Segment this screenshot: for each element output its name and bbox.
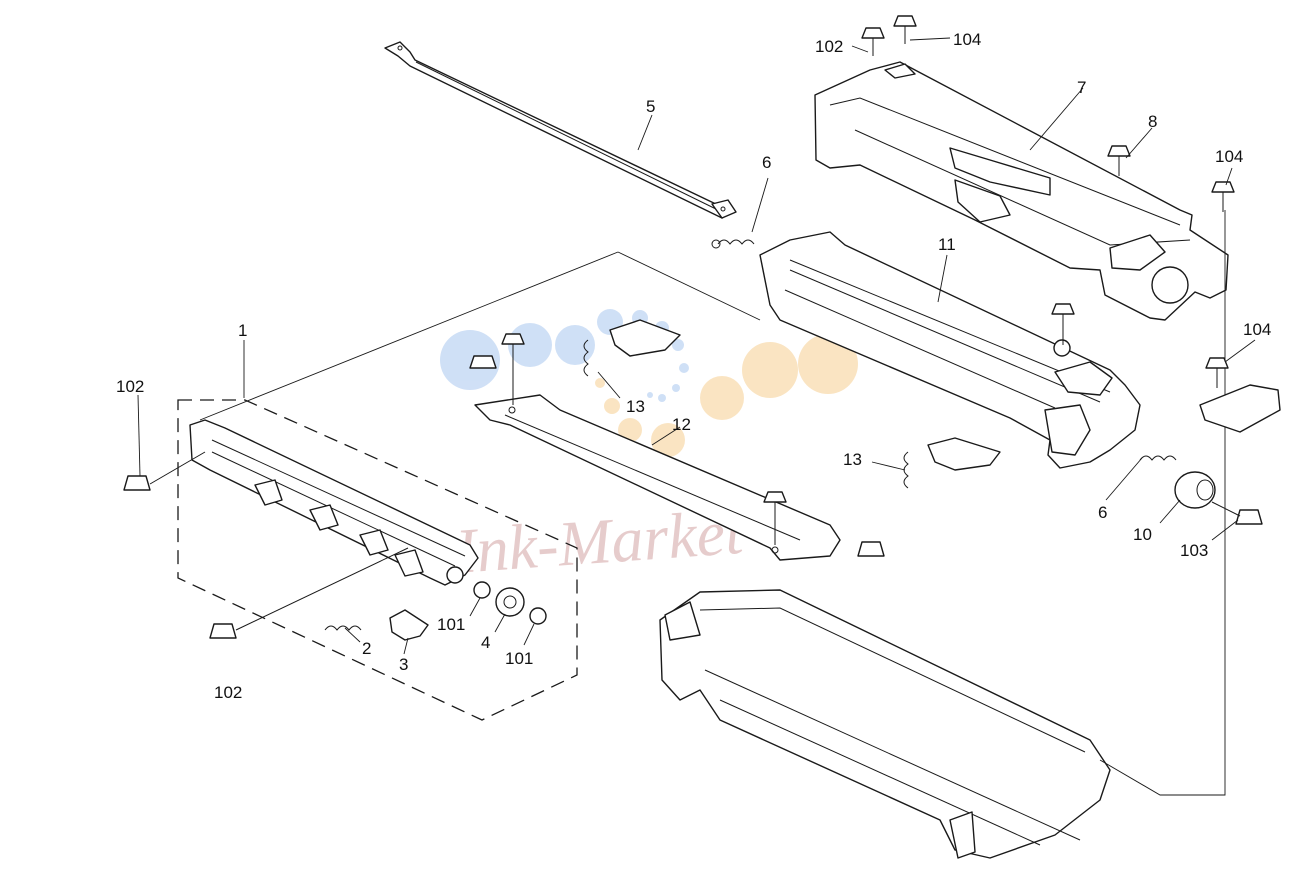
clip-upper: [609, 319, 681, 357]
callout-labels: 102 104 7 8 104 5 6 11 104 1 102 13 12 1…: [116, 30, 1271, 702]
assembly-1-outline: [177, 399, 578, 721]
clip-lower: [927, 437, 1001, 471]
callout-10: 10: [1133, 525, 1152, 544]
callout-8: 8: [1148, 112, 1157, 131]
callout-6-top: 6: [762, 153, 771, 172]
e-ring-101-a: [473, 581, 491, 599]
part-4-gear: [495, 587, 525, 617]
part-10-roller: [1174, 471, 1216, 509]
callout-103: 103: [1180, 541, 1208, 560]
callout-1: 1: [238, 321, 247, 340]
part-7-housing: [814, 61, 1229, 321]
callout-leaders: [137, 37, 1256, 655]
screw-plate-left: [469, 333, 525, 405]
callout-102-top: 102: [815, 37, 843, 56]
part-1-roller-assembly: [189, 419, 479, 586]
callout-6-right: 6: [1098, 503, 1107, 522]
callout-12: 12: [672, 415, 691, 434]
spring-13-top: [583, 339, 589, 377]
bracket-right: [1199, 384, 1281, 433]
part-5-rail: [384, 41, 737, 219]
screw-102-left: [123, 451, 206, 491]
screw-plate-right: [763, 491, 885, 557]
callout-104-top: 104: [953, 30, 981, 49]
spring-6-right: [1139, 455, 1177, 461]
callout-102-bottom: 102: [214, 683, 242, 702]
watermark-dots: [440, 309, 858, 457]
spring-2: [324, 625, 362, 631]
callout-13-top: 13: [626, 397, 645, 416]
callout-102-left: 102: [116, 377, 144, 396]
callout-104-right: 104: [1215, 147, 1243, 166]
screw-104-mid: [1205, 357, 1229, 388]
e-ring-101-b: [529, 607, 547, 625]
part-3-lever: [389, 609, 429, 641]
callout-104-mid: 104: [1243, 320, 1271, 339]
callout-3: 3: [399, 655, 408, 674]
callout-101-b: 101: [505, 649, 533, 668]
screw-102-top: [861, 27, 885, 56]
screw-104-right: [1211, 181, 1235, 212]
part-11-frame: [759, 231, 1141, 469]
screw-frame: [1051, 303, 1075, 345]
screw-8: [1107, 145, 1131, 176]
screw-102-bottom: [209, 547, 409, 639]
bottom-tray: [659, 589, 1111, 859]
spring-6-top: [711, 239, 755, 249]
callout-101-a: 101: [437, 615, 465, 634]
part-12-plate: [474, 394, 841, 561]
callout-7: 7: [1077, 78, 1086, 97]
callout-4: 4: [481, 633, 490, 652]
callout-11: 11: [938, 235, 956, 254]
callout-13-mid: 13: [843, 450, 862, 469]
callout-5: 5: [646, 97, 655, 116]
callout-2: 2: [362, 639, 371, 658]
screw-104-top: [893, 15, 917, 44]
screw-103: [1211, 501, 1263, 525]
